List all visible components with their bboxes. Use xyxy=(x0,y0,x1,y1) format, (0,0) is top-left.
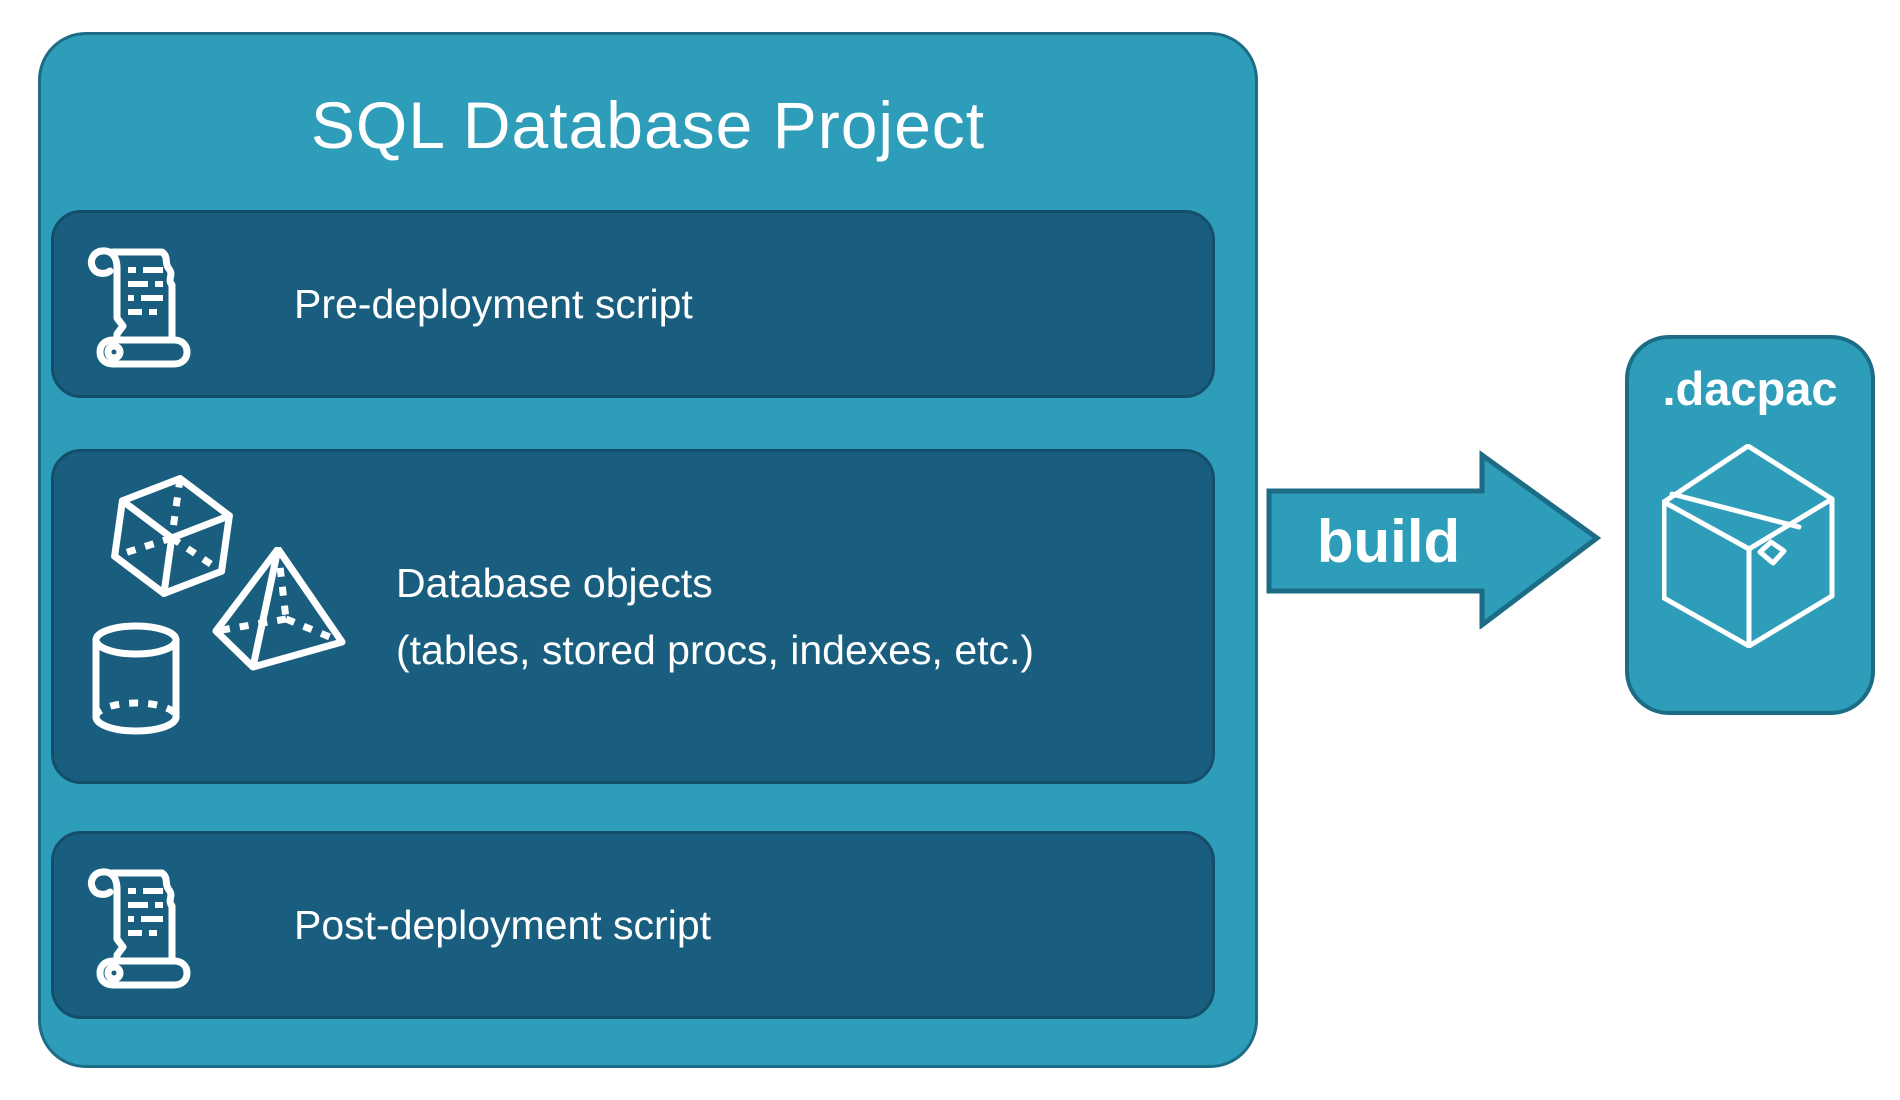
scroll-icon-svg xyxy=(87,868,191,989)
pre-deployment-label: Pre-deployment script xyxy=(294,280,693,327)
pyramid-icon xyxy=(209,547,349,673)
cylinder-icon xyxy=(88,622,184,736)
package-icon-svg xyxy=(1662,444,1835,648)
dacpac-box: .dacpac xyxy=(1625,335,1875,715)
post-deployment-label: Post-deployment script xyxy=(294,901,712,948)
dacpac-label: .dacpac xyxy=(1662,362,1838,415)
pyramid-icon-svg xyxy=(212,547,346,671)
cube-icon-svg xyxy=(111,475,233,597)
project-title: SQL Database Project xyxy=(310,88,986,162)
database-objects-label: Database objects xyxy=(396,559,713,606)
pre-deployment-box: Pre-deployment script xyxy=(51,210,1215,398)
package-icon xyxy=(1662,444,1838,648)
post-deployment-box: Post-deployment script xyxy=(51,831,1215,1019)
sql-database-project-container: SQL Database Project Pre-deployment scri… xyxy=(38,32,1258,1068)
scroll-icon xyxy=(86,867,191,989)
build-arrow-label: build xyxy=(1316,507,1461,575)
database-objects-box: Database objects (tables, stored procs, … xyxy=(51,449,1215,784)
database-objects-sublabel: (tables, stored procs, indexes, etc.) xyxy=(396,626,1035,673)
scroll-icon-svg xyxy=(87,247,191,368)
database-objects-text: Database objects (tables, stored procs, … xyxy=(396,452,1034,781)
cube-icon xyxy=(104,464,241,607)
build-arrow xyxy=(1266,450,1602,629)
cylinder-icon-svg xyxy=(92,622,180,735)
scroll-icon xyxy=(86,246,191,368)
